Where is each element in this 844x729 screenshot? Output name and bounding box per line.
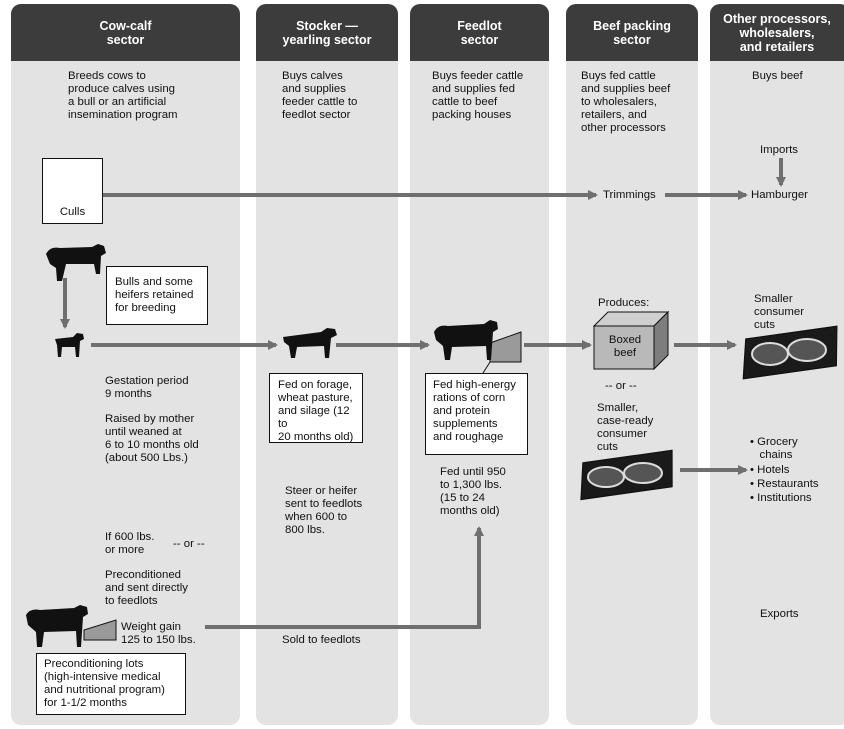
steak-tray-icon xyxy=(580,449,673,501)
packing-description: Buys fed cattle and supplies beef to who… xyxy=(581,70,671,134)
feed-bin-icon xyxy=(489,331,522,363)
stocker-description: Buys calves and supplies feeder cattle t… xyxy=(282,70,358,121)
exports-text: Exports xyxy=(760,608,799,620)
column-header-packing: Beef packing sector xyxy=(566,4,698,61)
outlet-institutions: • Institutions xyxy=(750,492,812,504)
steer-text: Steer or heifer sent to feedlots when 60… xyxy=(285,485,363,536)
or-text: -- or -- xyxy=(605,380,637,392)
bull-icon xyxy=(46,244,106,281)
raised-text: Raised by mother until weaned at 6 to 10… xyxy=(105,413,199,464)
outlet-restaurants: • Restaurants xyxy=(750,478,819,490)
imports-text: Imports xyxy=(760,144,798,156)
outlet-hotels: • Hotels xyxy=(750,464,790,476)
fed-until-text: Fed until 950 to 1,300 lbs. (15 to 24 mo… xyxy=(440,466,506,517)
boxed-beef-icon xyxy=(592,310,670,371)
weight-gain-text: Weight gain 125 to 150 lbs. xyxy=(121,621,196,646)
hamburger-text: Hamburger xyxy=(751,189,808,201)
column-title: Stocker — yearling sector xyxy=(282,18,372,47)
column-header-feedlot: Feedlot sector xyxy=(410,4,549,61)
column-cowcalf: Cow-calf sector xyxy=(11,4,240,725)
case-ready-text: Smaller, case-ready consumer cuts xyxy=(597,402,654,453)
feedlot-feed-text: Fed high-energy rations of corn and prot… xyxy=(433,379,516,443)
steak-tray-icon xyxy=(742,325,838,380)
if600-text: If 600 lbs. or more xyxy=(105,531,155,556)
bulls-retained-text: Bulls and some heifers retained for bree… xyxy=(115,276,194,314)
smaller-cuts-text: Smaller consumer cuts xyxy=(754,293,805,331)
cow-icon xyxy=(26,605,88,647)
preconditioned-text: Preconditioned and sent directly to feed… xyxy=(105,569,188,607)
fed-cattle-icon xyxy=(434,320,498,360)
column-header-retail: Other processors, wholesalers, and retai… xyxy=(710,4,844,61)
cowcalf-description: Breeds cows to produce calves using a bu… xyxy=(68,70,178,121)
feedlot-feed-box: Fed high-energy rations of corn and prot… xyxy=(425,373,528,455)
feedlot-description: Buys feeder cattle and supplies fed catt… xyxy=(432,70,524,121)
trimmings-text: Trimmings xyxy=(603,189,656,201)
column-title: Other processors, wholesalers, and retai… xyxy=(723,11,831,54)
column-header-cowcalf: Cow-calf sector xyxy=(11,4,240,61)
column-header-stocker: Stocker — yearling sector xyxy=(256,4,398,61)
column-title: Cow-calf sector xyxy=(99,18,152,47)
column-stocker: Stocker — yearling sector xyxy=(256,4,398,725)
sold-text: Sold to feedlots xyxy=(282,634,361,646)
or-text: -- or -- xyxy=(173,538,205,550)
steer-icon xyxy=(283,328,337,358)
column-title: Beef packing sector xyxy=(593,18,671,47)
calf-icon xyxy=(55,333,84,357)
stocker-feed-box: Fed on forage, wheat pasture, and silage… xyxy=(269,373,363,443)
gestation-text: Gestation period 9 months xyxy=(105,375,189,400)
stocker-feed-text: Fed on forage, wheat pasture, and silage… xyxy=(278,379,354,443)
arrow-precond-to-feedlot xyxy=(205,526,484,629)
preconditioning-text: Preconditioning lots (high-intensive med… xyxy=(44,658,165,709)
culls-box: Culls xyxy=(42,158,103,224)
boxed-beef-label: Boxed beef xyxy=(608,334,642,359)
outlet-grocery: • Grocery chains xyxy=(750,436,798,461)
preconditioning-box: Preconditioning lots (high-intensive med… xyxy=(36,653,186,715)
culls-label: Culls xyxy=(59,206,86,218)
bulls-retained-box: Bulls and some heifers retained for bree… xyxy=(106,266,208,325)
column-title: Feedlot sector xyxy=(457,18,502,47)
produces-text: Produces: xyxy=(598,297,650,309)
retail-description: Buys beef xyxy=(752,70,803,82)
feed-bin-icon xyxy=(83,619,117,641)
